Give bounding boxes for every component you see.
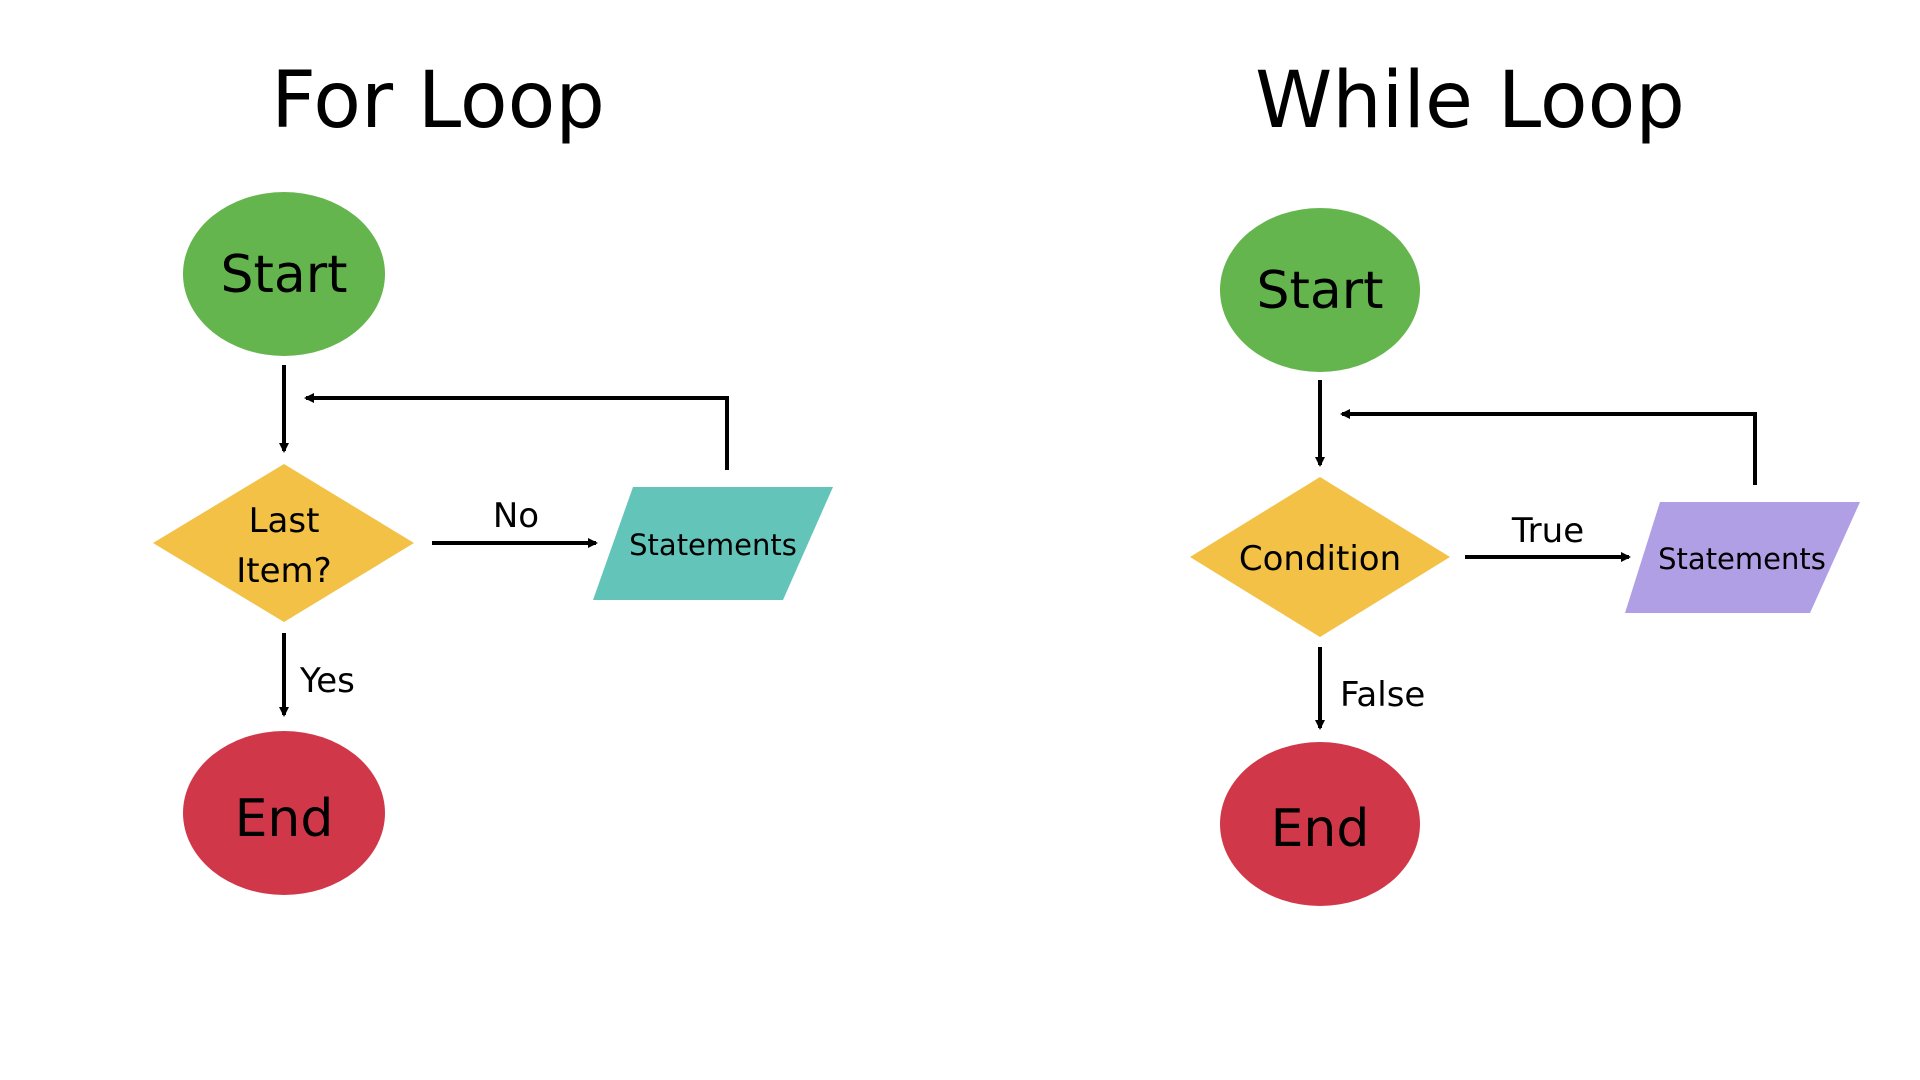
while-start-label: Start bbox=[1256, 261, 1383, 321]
for-statements-label: Statements bbox=[629, 528, 797, 562]
while-statements-node bbox=[1625, 502, 1860, 613]
while-statements-label: Statements bbox=[1658, 542, 1826, 576]
for-loop-diagram: For Loop Start Last Item? No Statements … bbox=[153, 56, 833, 895]
for-end-node bbox=[183, 731, 385, 895]
for-yes-label: Yes bbox=[299, 661, 355, 701]
for-loop-title: For Loop bbox=[271, 56, 605, 146]
while-condition-label: Condition bbox=[1239, 539, 1401, 579]
while-end-label: End bbox=[1271, 799, 1370, 859]
while-condition-node bbox=[1190, 477, 1450, 637]
while-true-label: True bbox=[1511, 511, 1584, 551]
while-end-node bbox=[1220, 742, 1420, 906]
for-end-label: End bbox=[235, 789, 334, 849]
while-loop-diagram: While Loop Start Condition True Statemen… bbox=[1190, 56, 1860, 906]
for-start-label: Start bbox=[220, 245, 347, 305]
for-condition-label-line2: Item? bbox=[236, 551, 331, 591]
for-arrow-loop-back bbox=[304, 393, 729, 470]
for-condition-node bbox=[153, 464, 414, 622]
while-start-node bbox=[1220, 208, 1420, 372]
for-start-node bbox=[183, 192, 385, 356]
while-false-label: False bbox=[1340, 675, 1425, 715]
for-condition-label-line1: Last bbox=[249, 501, 320, 541]
while-loop-title: While Loop bbox=[1255, 56, 1685, 146]
for-no-label: No bbox=[493, 496, 539, 536]
for-statements-node bbox=[593, 487, 833, 600]
while-arrow-loop-back bbox=[1340, 409, 1757, 485]
